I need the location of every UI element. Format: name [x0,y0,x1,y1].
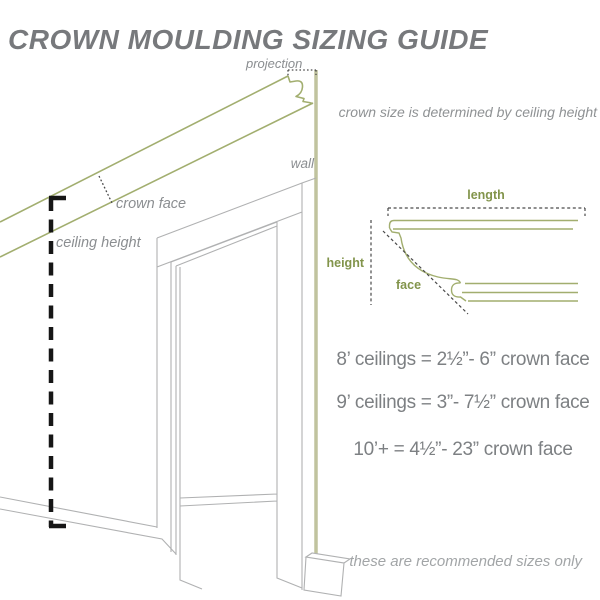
baseboard-lines [0,496,177,555]
profile-cove-curve [388,227,462,284]
wall-label: wall [290,156,314,171]
crown-top-edge-line [0,75,289,223]
page-title: CROWN MOULDING SIZING GUIDE [8,23,489,55]
sizing-rule-10ft-plus-ceilings: 10’+ = 4½”- 23” crown face [353,439,573,460]
length-label: length [467,188,505,202]
profile-bottom-edges [462,282,578,302]
face-label: face [396,278,422,292]
baseboard-block [303,552,352,597]
crown-size-note: crown size is determined by ceiling heig… [338,104,597,120]
height-label: height [326,256,365,270]
profile-bead [450,282,467,302]
crown-face-tick [98,175,113,204]
projection-bracket [287,69,317,76]
projection-label: projection [246,56,303,71]
crown-end-profile [287,75,314,105]
footer-note: these are recommended sizes only [349,553,582,570]
length-dimension-line [387,207,586,216]
profile-top-edges [388,219,578,230]
crown-face-label: crown face [116,196,187,212]
sizing-rule-9ft-ceilings: 9’ ceilings = 3”- 7½” crown face [336,392,590,413]
ceiling-height-label: ceiling height [56,235,141,251]
sizing-rule-8ft-ceilings: 8’ ceilings = 2½”- 6” crown face [336,349,590,370]
crown-bottom-edge-line [0,102,314,258]
door-frame-lines [156,177,317,590]
